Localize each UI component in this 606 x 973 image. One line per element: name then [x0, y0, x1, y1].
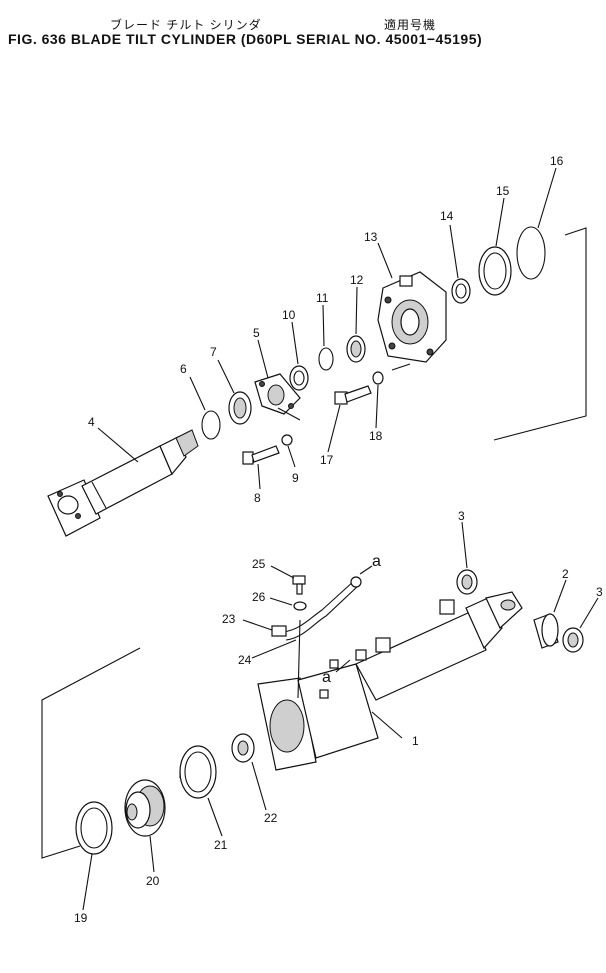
callout-a-tube: a: [322, 669, 331, 686]
leader-lines: [82, 167, 599, 911]
callout-18: 18: [369, 429, 383, 443]
part-8-bolt[interactable]: [242, 445, 280, 465]
callout-6: 6: [180, 362, 187, 376]
part-17-bolt[interactable]: [334, 385, 372, 405]
callout-24: 24: [238, 653, 252, 667]
callout-7: 7: [210, 345, 217, 359]
part-21-wear-ring[interactable]: [179, 745, 217, 799]
assembly-reference-line-lower: [41, 647, 141, 859]
callout-a-pipe: a: [372, 553, 381, 570]
part-3-dust-seal-right[interactable]: [562, 627, 584, 653]
part-9-washer[interactable]: [281, 434, 293, 446]
callout-3-right: 3: [596, 585, 603, 599]
part-12-seal[interactable]: [346, 335, 366, 363]
part-10-seal[interactable]: [289, 365, 309, 391]
diagram-title-japanese: ブレード チルト シリンダ: [110, 18, 262, 32]
callout-14: 14: [440, 209, 454, 223]
callout-21: 21: [214, 838, 228, 852]
part-6-o-ring[interactable]: [201, 410, 221, 440]
callout-26: 26: [252, 590, 266, 604]
part-14-ring[interactable]: [451, 278, 471, 304]
part-1-cylinder-tube[interactable]: [257, 591, 523, 771]
callout-23: 23: [222, 612, 236, 626]
part-4-piston-rod[interactable]: [47, 429, 199, 537]
part-13-cylinder-head[interactable]: [377, 271, 447, 363]
callout-25: 25: [252, 557, 266, 571]
part-16-o-ring[interactable]: [516, 226, 546, 280]
callout-22: 22: [264, 811, 278, 825]
part-20-piston[interactable]: [124, 779, 166, 837]
part-19-seal-ring[interactable]: [75, 801, 113, 855]
callout-4: 4: [88, 415, 95, 429]
callout-20: 20: [146, 874, 160, 888]
part-11-o-ring[interactable]: [318, 347, 334, 371]
callout-11: 11: [316, 291, 329, 305]
callout-9: 9: [292, 471, 299, 485]
part-26-washer[interactable]: [293, 601, 307, 611]
part-22-nut[interactable]: [231, 733, 255, 763]
part-3-dust-seal-left[interactable]: [456, 569, 478, 595]
part-5-retainer[interactable]: [254, 373, 301, 415]
callout-12: 12: [350, 273, 364, 287]
callout-2: 2: [562, 567, 569, 581]
part-18-washer[interactable]: [372, 371, 384, 385]
assembly-reference-line-upper: [493, 227, 587, 441]
callout-16: 16: [550, 154, 564, 168]
part-2-bushing[interactable]: [533, 613, 559, 649]
applicable-models-japanese: 適用号機: [384, 18, 437, 32]
callout-5: 5: [253, 326, 260, 340]
callout-17: 17: [320, 453, 334, 467]
part-25-bolt[interactable]: [292, 575, 306, 595]
callout-15: 15: [496, 184, 510, 198]
callout-1: 1: [412, 734, 419, 748]
part-15-backup-ring[interactable]: [478, 246, 512, 296]
callout-19: 19: [74, 911, 88, 925]
callout-3-upper: 3: [458, 509, 465, 523]
diagram-title: FIG. 636 BLADE TILT CYLINDER (D60PL SERI…: [8, 31, 483, 47]
callout-13: 13: [364, 230, 378, 244]
part-23-clamp[interactable]: [271, 625, 287, 637]
part-24-pipe[interactable]: [282, 579, 356, 633]
part-7-ring[interactable]: [228, 391, 252, 425]
callout-10: 10: [282, 308, 296, 322]
callout-8: 8: [254, 491, 261, 505]
